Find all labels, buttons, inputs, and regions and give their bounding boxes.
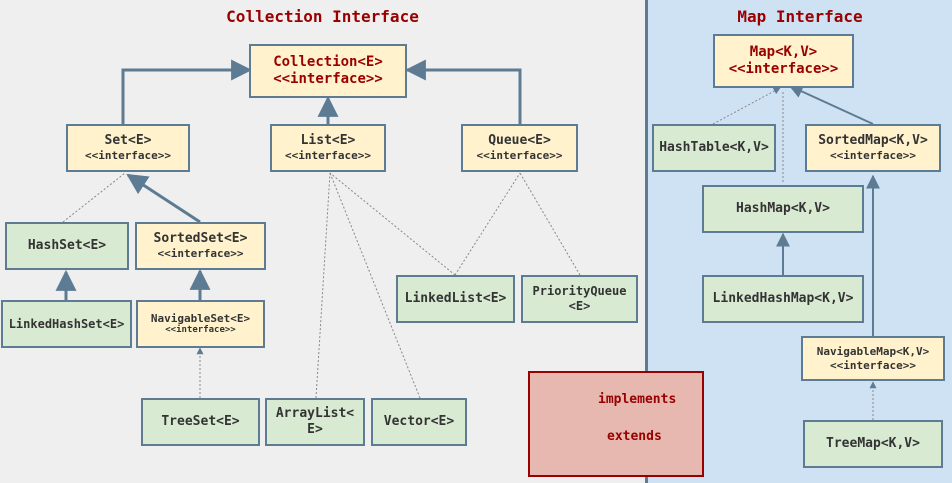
node-name: LinkedList<E> <box>404 290 507 306</box>
extends-line-set-collection <box>121 59 253 124</box>
extends-line-sortedset-set <box>126 173 201 224</box>
collection-section-title: Collection Interface <box>226 7 419 26</box>
node-name: NavigableMap<K,V> <box>816 344 930 358</box>
map-interface-node: Map<K,V> <<interface>> <box>713 34 854 88</box>
set-interface-node: Set<E> <<interface>> <box>66 124 190 172</box>
node-stereotype: <<interface>> <box>157 247 244 261</box>
legend-extends-label: extends <box>607 429 662 444</box>
sortedset-interface-node: SortedSet<E> <<interface>> <box>135 222 266 270</box>
implements-line-priorityqueue-queue <box>519 172 581 276</box>
node-name: HashMap<K,V> <box>736 200 830 216</box>
node-stereotype: <<interface>> <box>829 149 917 163</box>
node-name: HashSet<E> <box>27 237 107 253</box>
hashset-class-node: HashSet<E> <box>5 222 129 270</box>
node-name: ArrayList< <box>275 405 355 421</box>
implements-line-vector-list <box>329 172 421 399</box>
legend-box <box>528 371 704 477</box>
node-stereotype: <<interface>> <box>165 325 236 336</box>
node-name: NavigableSet<E> <box>150 311 251 325</box>
node-name: LinkedHashMap<K,V> <box>712 290 854 306</box>
list-interface-node: List<E> <<interface>> <box>270 124 386 172</box>
queue-interface-node: Queue<E> <<interface>> <box>461 124 578 172</box>
node-name: LinkedHashSet<E> <box>8 316 125 331</box>
node-stereotype: <<interface>> <box>84 149 172 163</box>
node-name: Vector<E> <box>383 413 455 429</box>
node-name: SortedSet<E> <box>153 231 248 246</box>
map-section-title: Map Interface <box>737 7 863 26</box>
node-name-line2: E> <box>307 422 323 437</box>
implements-line-linkedlist-queue <box>454 172 521 276</box>
implements-line-linkedlist-list <box>329 172 456 276</box>
node-name: TreeSet<E> <box>161 413 240 429</box>
treeset-class-node: TreeSet<E> <box>141 398 260 446</box>
node-name: PriorityQueue <box>532 284 627 298</box>
linkedlist-class-node: LinkedList<E> <box>396 275 515 323</box>
node-name: SortedMap<K,V> <box>818 133 928 148</box>
navigablemap-interface-node: NavigableMap<K,V> <<interface>> <box>801 336 945 381</box>
node-name: Collection<E> <box>273 53 383 70</box>
node-name: Queue<E> <box>488 133 551 148</box>
navigableset-interface-node: NavigableSet<E> <<interface>> <box>136 300 265 348</box>
priorityqueue-class-node: PriorityQueue <E> <box>521 275 638 323</box>
extends-line-queue-collection <box>404 59 522 124</box>
node-stereotype: <<interface>> <box>728 61 839 77</box>
linkedhashmap-class-node: LinkedHashMap<K,V> <box>702 275 864 323</box>
hashtable-class-node: HashTable<K,V> <box>652 124 776 172</box>
implements-line-arraylist-list <box>315 172 331 399</box>
node-stereotype: <<interface>> <box>829 358 917 372</box>
node-stereotype: <<interface>> <box>476 149 563 163</box>
collection-interface-node: Collection<E> <<interface>> <box>249 44 407 98</box>
node-stereotype: <<interface>> <box>273 71 383 87</box>
legend-implements-label: implements <box>598 392 677 407</box>
treemap-class-node: TreeMap<K,V> <box>803 420 943 468</box>
implements-line-hashset-set <box>62 172 126 223</box>
arraylist-class-node: ArrayList< E> <box>265 398 365 446</box>
node-name: HashTable<K,V> <box>659 139 769 155</box>
node-stereotype: <<interface>> <box>284 149 372 163</box>
node-name-line2: <E> <box>568 299 591 313</box>
node-name: TreeMap<K,V> <box>826 435 920 451</box>
linkedhashset-class-node: LinkedHashSet<E> <box>1 300 132 348</box>
node-name: Set<E> <box>104 133 152 148</box>
node-name: Map<K,V> <box>749 43 818 60</box>
node-name: List<E> <box>300 133 356 148</box>
extends-line-sortedmap-map <box>788 84 874 125</box>
hashmap-class-node: HashMap<K,V> <box>702 185 864 233</box>
vector-class-node: Vector<E> <box>371 398 467 446</box>
sortedmap-interface-node: SortedMap<K,V> <<interface>> <box>805 124 941 172</box>
implements-line-hashtable-map <box>712 87 781 125</box>
